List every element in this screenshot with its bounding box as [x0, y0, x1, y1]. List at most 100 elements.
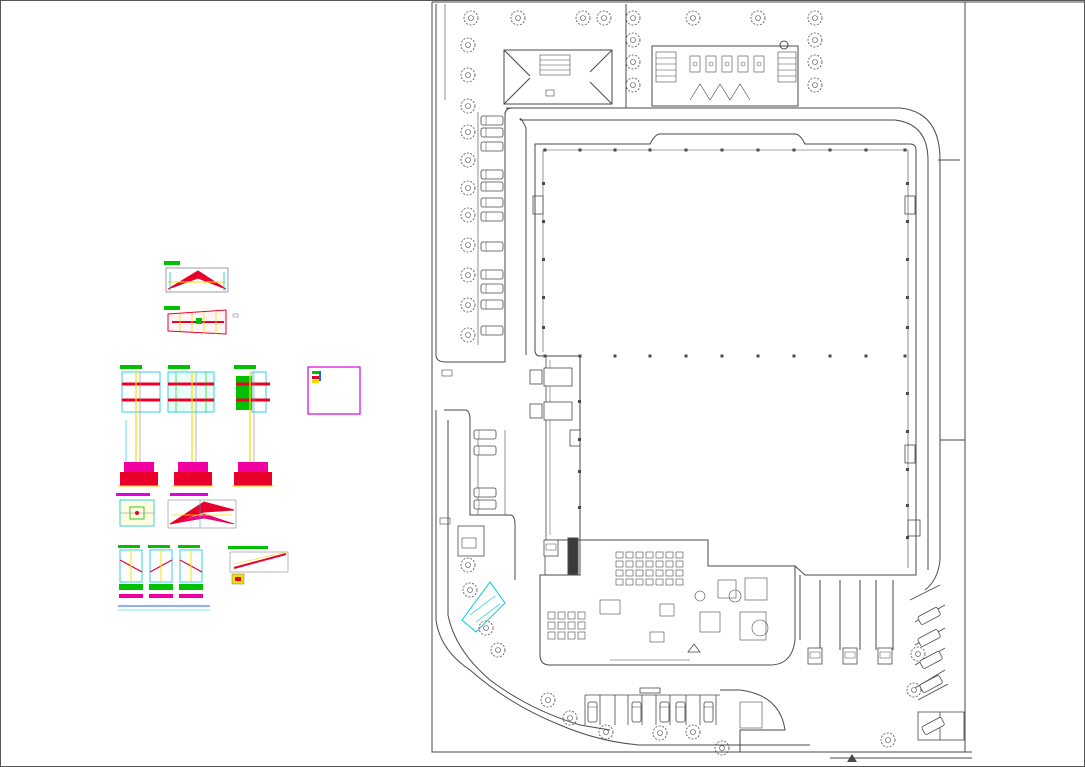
site-plan-group	[431, 1, 1085, 762]
tree-symbol-icon	[807, 10, 823, 26]
car-symbol-icon	[659, 701, 670, 723]
car-symbol-icon	[919, 675, 943, 693]
guard-house-outline	[461, 581, 506, 633]
tree-symbol-icon	[685, 724, 701, 740]
car-symbol-icon	[480, 181, 504, 192]
tree-symbol-icon	[460, 207, 476, 223]
car-symbol-icon	[675, 701, 686, 723]
tree-symbol-icon	[460, 297, 476, 313]
tree-symbol-icon	[460, 37, 476, 53]
tree-symbol-icon	[625, 77, 641, 93]
tree-symbol-icon	[460, 67, 476, 83]
tree-symbol-icon	[807, 32, 823, 48]
tree-symbol-icon	[596, 10, 612, 26]
tree-symbol-icon	[460, 327, 476, 343]
office-furniture-group	[547, 551, 769, 661]
tree-symbol-icon	[625, 54, 641, 70]
tree-symbol-icon	[463, 10, 479, 26]
road-edge-east	[506, 107, 941, 591]
car-symbol-icon	[480, 197, 504, 208]
parking-west	[477, 112, 506, 515]
tree-symbol-icon	[652, 725, 668, 741]
tree-symbol-icon	[510, 10, 526, 26]
detail-footing-plan	[116, 493, 155, 527]
detail-legend-box	[307, 366, 361, 415]
car-symbol-icon	[917, 629, 941, 647]
tree-symbol-icon	[490, 642, 506, 658]
truck-symbol-icon	[543, 539, 559, 557]
tree-symbol-icon	[906, 682, 922, 698]
truck-symbol-icon	[807, 647, 823, 665]
road-edge-north-west	[435, 4, 626, 363]
car-symbol-icon	[919, 651, 943, 669]
truck-symbol-icon	[529, 401, 573, 421]
truck-symbols-group	[529, 367, 893, 665]
office-block-outline	[539, 539, 796, 666]
car-symbol-icon	[473, 499, 497, 510]
tree-symbol-icon	[462, 582, 478, 598]
parking-south	[584, 687, 720, 725]
car-symbol-icon	[473, 487, 497, 498]
tree-symbol-icon	[460, 152, 476, 168]
tree-symbol-icon	[460, 557, 476, 573]
tree-symbol-icon	[714, 740, 730, 756]
car-symbol-icon	[631, 701, 642, 723]
car-symbol-icon	[473, 429, 497, 440]
tree-symbol-icon	[540, 692, 556, 708]
car-symbol-icon	[480, 241, 504, 252]
tree-symbol-icon	[460, 98, 476, 114]
car-symbols-group	[473, 115, 945, 735]
warehouse-outline	[534, 133, 917, 576]
car-symbol-icon	[480, 299, 504, 310]
north-building-furniture	[689, 55, 765, 73]
tree-symbol-icon	[575, 10, 591, 26]
tree-symbol-icon	[807, 54, 823, 70]
detail-column-section-3	[232, 365, 274, 487]
detail-title-marker	[164, 261, 180, 265]
tree-symbol-icon	[750, 10, 766, 26]
car-symbol-icon	[587, 701, 598, 723]
detail-column-section-1	[118, 365, 161, 487]
truck-symbol-icon	[529, 367, 573, 387]
tree-symbol-icon	[880, 732, 896, 748]
car-symbol-icon	[473, 445, 497, 456]
detail-stair-longitudinal	[228, 546, 289, 585]
tree-symbol-icon	[910, 646, 926, 662]
tree-symbol-icon	[460, 124, 476, 140]
car-symbol-icon	[480, 269, 504, 280]
north-building-left	[503, 49, 613, 105]
north-arrow-icon	[847, 754, 857, 762]
tree-symbol-icon	[460, 267, 476, 283]
detail-column-section-2	[167, 365, 215, 487]
detail-stair-section-a	[164, 261, 229, 293]
tree-symbols-group	[460, 10, 926, 756]
tree-symbol-icon	[807, 77, 823, 93]
tree-symbol-icon	[685, 10, 701, 26]
tree-symbol-icon	[625, 10, 641, 26]
car-symbol-icon	[917, 607, 941, 625]
detail-stair-plan-c	[167, 493, 237, 529]
car-symbol-icon	[480, 141, 504, 152]
detail-column-small-row	[118, 545, 210, 611]
detail-stair-plan-b	[164, 306, 239, 335]
property-boundary-line	[431, 2, 972, 753]
car-symbol-icon	[480, 169, 504, 180]
car-symbol-icon	[480, 325, 504, 336]
tree-symbol-icon	[478, 620, 494, 636]
car-symbol-icon	[703, 701, 714, 723]
tree-symbol-icon	[625, 32, 641, 48]
car-symbol-icon	[921, 717, 945, 735]
car-symbol-icon	[480, 283, 504, 294]
structural-column-grid	[542, 148, 909, 539]
truck-symbol-icon	[877, 647, 893, 665]
truck-symbol-icon	[842, 647, 858, 665]
car-symbol-icon	[480, 127, 504, 138]
tree-symbol-icon	[562, 710, 578, 726]
car-symbol-icon	[480, 211, 504, 222]
north-building-right	[651, 40, 799, 107]
car-symbol-icon	[480, 115, 504, 126]
construction-details-group	[116, 261, 361, 611]
tree-symbol-icon	[598, 724, 614, 740]
